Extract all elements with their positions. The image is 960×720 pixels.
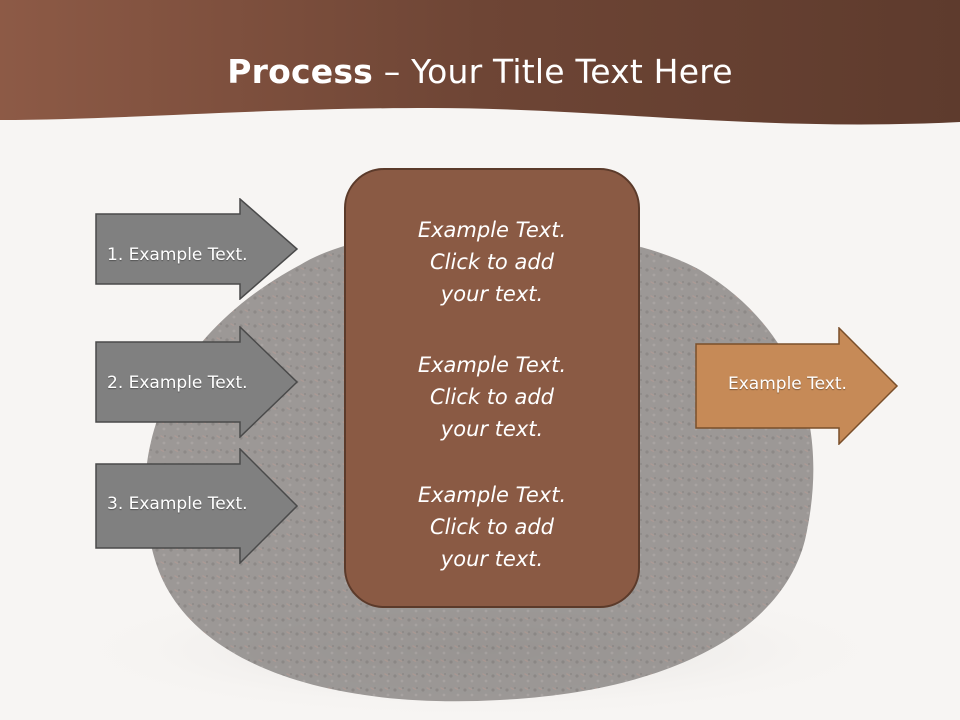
center-text-block-1: Example Text. Click to add your text. xyxy=(346,214,638,310)
input-arrow-1[interactable]: 1. Example Text. xyxy=(95,198,300,300)
slide-title-rest: – Your Title Text Here xyxy=(373,52,733,91)
arrow-shape-icon xyxy=(95,326,299,438)
center-text-line: your text. xyxy=(440,282,544,306)
center-text-line: Example Text. xyxy=(417,483,567,507)
center-text-block-3: Example Text. Click to add your text. xyxy=(346,479,638,575)
output-arrow[interactable]: Example Text. xyxy=(695,327,900,445)
arrow-shape-icon xyxy=(95,448,299,564)
slide-title: Process – Your Title Text Here xyxy=(0,52,960,91)
arrow-shape-icon xyxy=(95,198,299,300)
header-banner xyxy=(0,0,960,125)
center-text-line: Click to add xyxy=(429,515,554,539)
center-text-line: your text. xyxy=(440,417,544,441)
process-center-box[interactable]: Example Text. Click to add your text. Ex… xyxy=(344,168,640,608)
input-arrow-3[interactable]: 3. Example Text. xyxy=(95,448,300,564)
input-arrow-1-label: 1. Example Text. xyxy=(107,245,248,265)
input-arrow-2-label: 2. Example Text. xyxy=(107,373,248,393)
center-text-line: Click to add xyxy=(429,385,554,409)
slide-title-bold: Process xyxy=(227,52,374,91)
center-text-line: Click to add xyxy=(429,250,554,274)
arrow-shape-icon xyxy=(695,327,899,445)
output-arrow-label: Example Text. xyxy=(728,374,847,394)
input-arrow-2[interactable]: 2. Example Text. xyxy=(95,326,300,438)
center-text-block-2: Example Text. Click to add your text. xyxy=(346,349,638,445)
center-text-line: Example Text. xyxy=(417,218,567,242)
input-arrow-3-label: 3. Example Text. xyxy=(107,494,248,514)
center-text-line: Example Text. xyxy=(417,353,567,377)
center-text-line: your text. xyxy=(440,547,544,571)
